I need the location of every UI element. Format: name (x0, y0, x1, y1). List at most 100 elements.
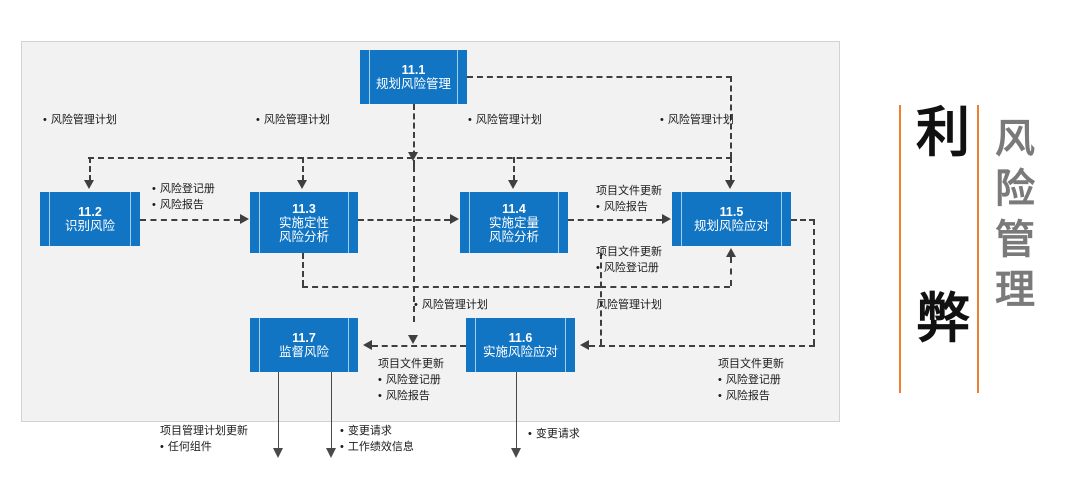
label-plan-c: 风险管理计划 (468, 113, 542, 129)
label-doc-update-top: 项目文件更新 风险报告 (596, 184, 662, 216)
label-line: 风险管理计划 (468, 113, 542, 129)
label-output-change-work: 变更请求 工作绩效信息 (340, 424, 414, 456)
label-line: 工作绩效信息 (340, 440, 414, 456)
box-title: 规划风险应对 (693, 219, 769, 233)
conn-bus-to-115 (730, 157, 732, 181)
box-title-line2: 风险分析 (488, 229, 539, 244)
box-number: 11.2 (78, 205, 102, 219)
arrow-to-114 (508, 180, 518, 189)
arrow-111-to-113-bus (408, 152, 418, 161)
label-line: 风险报告 (718, 389, 784, 405)
title-char-1: 利 (916, 101, 970, 164)
box-number: 11.5 (719, 205, 744, 219)
label-line: 项目管理计划更新 (160, 425, 248, 437)
conn-115-to-116 (589, 345, 815, 347)
label-line: 风险报告 (378, 389, 444, 405)
conn-bus-to-114 (513, 157, 515, 181)
conn-bus-to-113 (302, 157, 304, 181)
arrow-to-113 (297, 180, 307, 189)
box-title: 实施风险应对 (482, 345, 558, 359)
label-line: 风险管理计划 (414, 298, 488, 314)
box-title: 识别风险 (64, 219, 115, 233)
conn-lowbus-to-115feed (600, 286, 730, 288)
arrow-into-115-bottom (726, 248, 736, 257)
box-title-line1: 实施定量 (488, 215, 539, 230)
label-line: 变更请求 (528, 427, 580, 443)
box-title-line1: 实施定性 (278, 215, 329, 230)
accent-line-right (977, 105, 979, 393)
label-line: 风险登记册 (596, 261, 662, 277)
process-box-11-3[interactable]: 11.3 实施定性 风险分析 (250, 192, 358, 253)
title-char-2: 弊 (916, 287, 970, 350)
output-line-2 (331, 372, 332, 450)
label-line: 项目文件更新 (596, 185, 662, 197)
label-monitor-outputs: 项目文件更新 风险登记册 风险报告 (378, 357, 444, 405)
process-box-11-1[interactable]: 11.1 规划风险管理 (360, 50, 467, 104)
label-line: 项目文件更新 (378, 358, 444, 370)
process-box-11-6[interactable]: 11.6 实施风险应对 (466, 318, 575, 372)
label-line: 风险管理计划 (660, 113, 734, 129)
label-right-outputs: 项目文件更新 风险登记册 风险报告 (718, 357, 784, 405)
conn-111-down (413, 104, 415, 166)
label-output-pm-plan: 项目管理计划更新 任何组件 (160, 424, 248, 456)
process-box-11-7[interactable]: 11.7 监督风险 (250, 318, 358, 372)
label-line: 风险管理计划 (596, 299, 662, 311)
box-number: 11.3 (292, 201, 316, 216)
label-line: 风险登记册 (378, 373, 444, 389)
process-box-11-4[interactable]: 11.4 实施定量 风险分析 (460, 192, 568, 253)
box-number: 11.4 (502, 201, 526, 216)
conn-113-to-114 (358, 219, 450, 221)
label-output-change-2: 变更请求 (528, 427, 580, 443)
conn-111-right (467, 76, 732, 78)
process-box-11-2[interactable]: 11.2 识别风险 (40, 192, 140, 246)
label-line: 风险管理计划 (43, 113, 117, 129)
conn-113-lowbus (302, 286, 600, 288)
conn-112-to-113 (140, 219, 240, 221)
label-line: 风险报告 (596, 200, 662, 216)
label-plan-a: 风险管理计划 (43, 113, 117, 129)
arrow-114-to-115 (662, 214, 671, 224)
label-line: 风险登记册 (718, 373, 784, 389)
arrow-to-112 (84, 180, 94, 189)
process-box-11-5[interactable]: 11.5 规划风险应对 (672, 192, 791, 246)
box-title-line2: 风险分析 (278, 229, 329, 244)
conn-114-to-115 (568, 219, 662, 221)
conn-115-bottom-feed (730, 257, 732, 286)
box-number: 11.1 (401, 63, 426, 77)
conn-bus-to-112 (89, 157, 91, 181)
label-doc-update-bottom: 项目文件更新 风险登记册 (596, 245, 662, 277)
conn-115-right-down (813, 219, 815, 345)
arrow-115-to-116 (580, 340, 589, 350)
label-plan-d: 风险管理计划 (660, 113, 734, 129)
output-arrow-2 (326, 448, 336, 458)
label-plan-mid: 风险管理计划 (414, 298, 488, 314)
conn-111-down2 (413, 166, 415, 322)
conn-116-to-117 (372, 345, 466, 347)
label-plan-b: 风险管理计划 (256, 113, 330, 129)
label-plan-low-right: 风险管理计划 (596, 298, 662, 314)
conn-115-right (791, 219, 815, 221)
label-line: 项目文件更新 (718, 358, 784, 370)
output-arrow-1 (273, 448, 283, 458)
label-line: 任何组件 (160, 440, 248, 456)
accent-line-left (899, 105, 901, 393)
output-line-3 (516, 372, 517, 450)
conn-114-down (600, 253, 602, 345)
label-line: 风险登记册 (152, 182, 215, 198)
label-line: 项目文件更新 (596, 246, 662, 258)
arrow-to-115 (725, 180, 735, 189)
arrow-111-to-117row (408, 335, 418, 344)
label-line: 风险管理计划 (256, 113, 330, 129)
box-number: 11.6 (508, 331, 533, 345)
box-title: 规划风险管理 (375, 77, 451, 91)
label-line: 变更请求 (340, 424, 414, 440)
title-subject: 风险管理 (995, 116, 1035, 314)
label-line: 风险报告 (152, 198, 215, 214)
arrow-112-to-113 (240, 214, 249, 224)
arrow-113-to-114 (450, 214, 459, 224)
output-arrow-3 (511, 448, 521, 458)
box-title: 监督风险 (278, 345, 329, 359)
arrow-116-to-117 (363, 340, 372, 350)
output-line-1 (278, 372, 279, 450)
